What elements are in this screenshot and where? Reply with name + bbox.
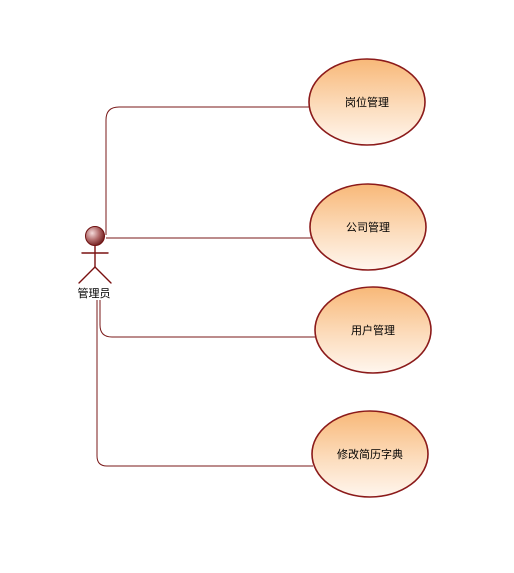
use-case-edit-resume-dictionary[interactable]: 修改简历字典 — [311, 410, 429, 498]
use-case-position-management[interactable]: 岗位管理 — [308, 58, 426, 146]
use-case-label: 公司管理 — [346, 220, 390, 234]
actor-label: 管理员 — [78, 286, 111, 300]
use-case-company-management[interactable]: 公司管理 — [309, 183, 427, 271]
use-case-user-management[interactable]: 用户管理 — [314, 286, 432, 374]
actor-admin[interactable]: 管理员 — [78, 226, 112, 301]
use-case-label: 岗位管理 — [345, 95, 389, 109]
association-line — [96, 300, 313, 467]
use-case-ellipse — [311, 410, 429, 498]
use-case-ellipse — [309, 183, 427, 271]
associations — [96, 106, 317, 467]
association-line — [105, 106, 310, 235]
use-case-label: 修改简历字典 — [337, 447, 403, 461]
association-line — [99, 300, 317, 338]
actor-left-leg — [78, 266, 96, 284]
actor-head-icon — [85, 226, 105, 246]
use-case-label: 用户管理 — [351, 323, 395, 337]
use-case-ellipse — [308, 58, 426, 146]
use-case-ellipse — [314, 286, 432, 374]
actor-right-leg — [94, 266, 112, 284]
